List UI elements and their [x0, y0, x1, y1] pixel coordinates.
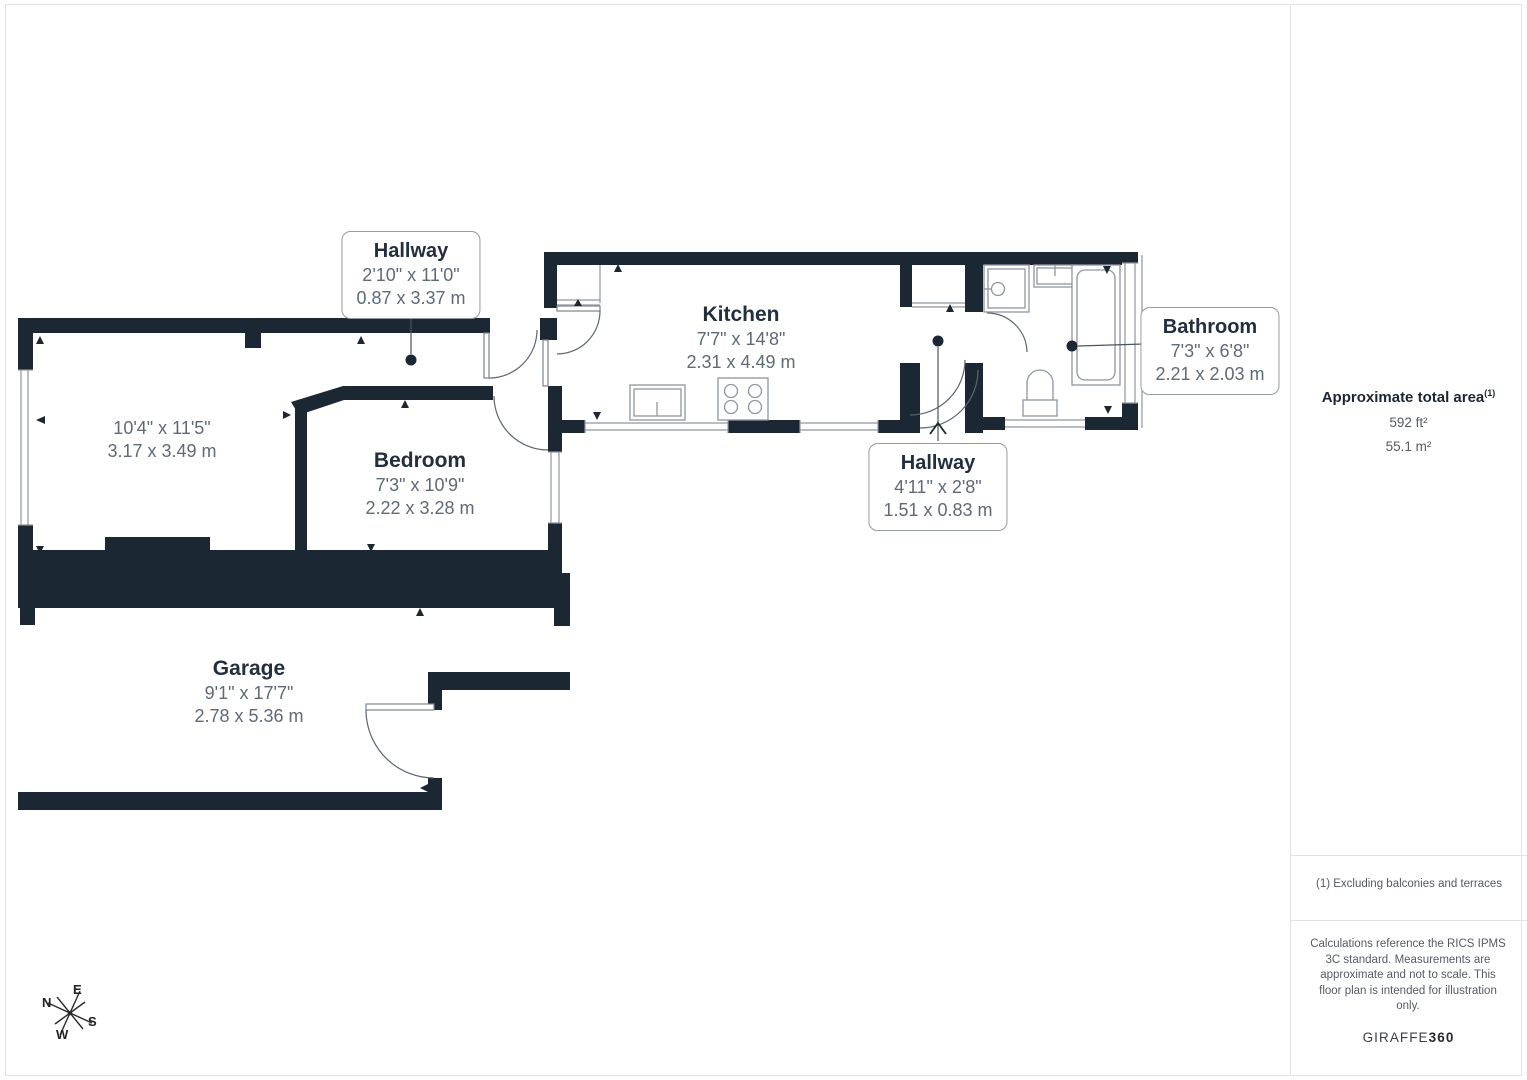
room-dims-metric: 0.87 x 3.37 m: [356, 288, 466, 308]
room-name: Bathroom: [1162, 316, 1258, 338]
total-area-heading: Approximate total area(1): [1296, 388, 1521, 406]
windows: [18, 255, 1143, 526]
total-area-label: Approximate total area: [1321, 389, 1485, 406]
brand-logo: GIRAFFE360: [1296, 1030, 1521, 1045]
room-name: Hallway: [900, 452, 976, 474]
compass-north: N: [42, 995, 52, 1010]
room-dims-imperial: 9'1" x 17'7": [204, 683, 294, 703]
label-bedroom: Bedroom 7'3" x 10'9" 2.22 x 3.28 m: [365, 448, 474, 519]
room-dims-metric: 2.78 x 5.36 m: [194, 705, 304, 726]
room-dims-metric: 3.17 x 3.49 m: [107, 440, 217, 461]
room-dims-imperial: 2'10" x 11'0": [362, 265, 460, 285]
room-dims-metric: 2.31 x 4.49 m: [686, 351, 796, 372]
disclaimer-text: Calculations reference the RICS IPMS 3C …: [1310, 938, 1506, 1012]
room-dims-imperial: 10'4" x 11'5": [113, 418, 211, 438]
info-sidebar: [1290, 4, 1523, 1076]
callout-bathroom: Bathroom 7'3" x 6'8" 2.21 x 2.03 m: [1140, 307, 1280, 395]
room-name: Garage: [212, 657, 286, 680]
room-dims-imperial: 7'3" x 10'9": [375, 475, 465, 495]
label-reception-room: 10'4" x 11'5" 3.17 x 3.49 m: [107, 417, 216, 462]
label-garage: Garage 9'1" x 17'7" 2.78 x 5.36 m: [194, 656, 303, 727]
total-area-block: Approximate total area(1) 592 ft² 55.1 m…: [1296, 388, 1521, 454]
callout-hallway-lower: Hallway 4'11" x 2'8" 1.51 x 0.83 m: [868, 443, 1008, 531]
compass-east: E: [73, 982, 82, 997]
doors: [365, 265, 1028, 779]
compass-rose: [47, 990, 93, 1036]
sidebar-divider: [1290, 920, 1527, 921]
callout-hallway-top: Hallway 2'10" x 11'0" 0.87 x 3.37 m: [341, 231, 481, 319]
kitchen-fixtures: [629, 377, 769, 421]
label-kitchen: Kitchen 7'7" x 14'8" 2.31 x 4.49 m: [686, 302, 795, 373]
room-dims-imperial: 7'7" x 14'8": [696, 329, 786, 349]
walls: [18, 252, 1138, 810]
room-name: Kitchen: [702, 303, 780, 326]
room-dims-imperial: 4'11" x 2'8": [894, 477, 982, 497]
footnote-text: (1) Excluding balconies and terraces: [1315, 878, 1503, 890]
room-dims-metric: 2.22 x 3.28 m: [365, 497, 475, 518]
toilet: [1026, 369, 1054, 400]
room-name: Hallway: [373, 240, 449, 262]
room-name: Bedroom: [373, 449, 467, 472]
room-dims-metric: 2.21 x 2.03 m: [1155, 364, 1265, 384]
brand-primary: GIRAFFE: [1362, 1030, 1429, 1045]
room-dims-metric: 1.51 x 0.83 m: [883, 500, 993, 520]
total-area-imperial: 592 ft²: [1389, 415, 1428, 430]
wall-markers: [34, 264, 1112, 800]
bathroom-fixtures: [983, 264, 1121, 417]
label-leaders: [405, 307, 1146, 441]
room-dims-imperial: 7'3" x 6'8": [1170, 341, 1250, 361]
stove: [717, 377, 769, 421]
brand-secondary: 360: [1428, 1030, 1455, 1045]
sidebar-divider: [1290, 855, 1527, 856]
compass-south: S: [88, 1014, 97, 1029]
total-area-metric: 55.1 m²: [1385, 439, 1432, 454]
compass-west: W: [56, 1027, 69, 1042]
footnote-marker: (1): [1484, 388, 1496, 398]
